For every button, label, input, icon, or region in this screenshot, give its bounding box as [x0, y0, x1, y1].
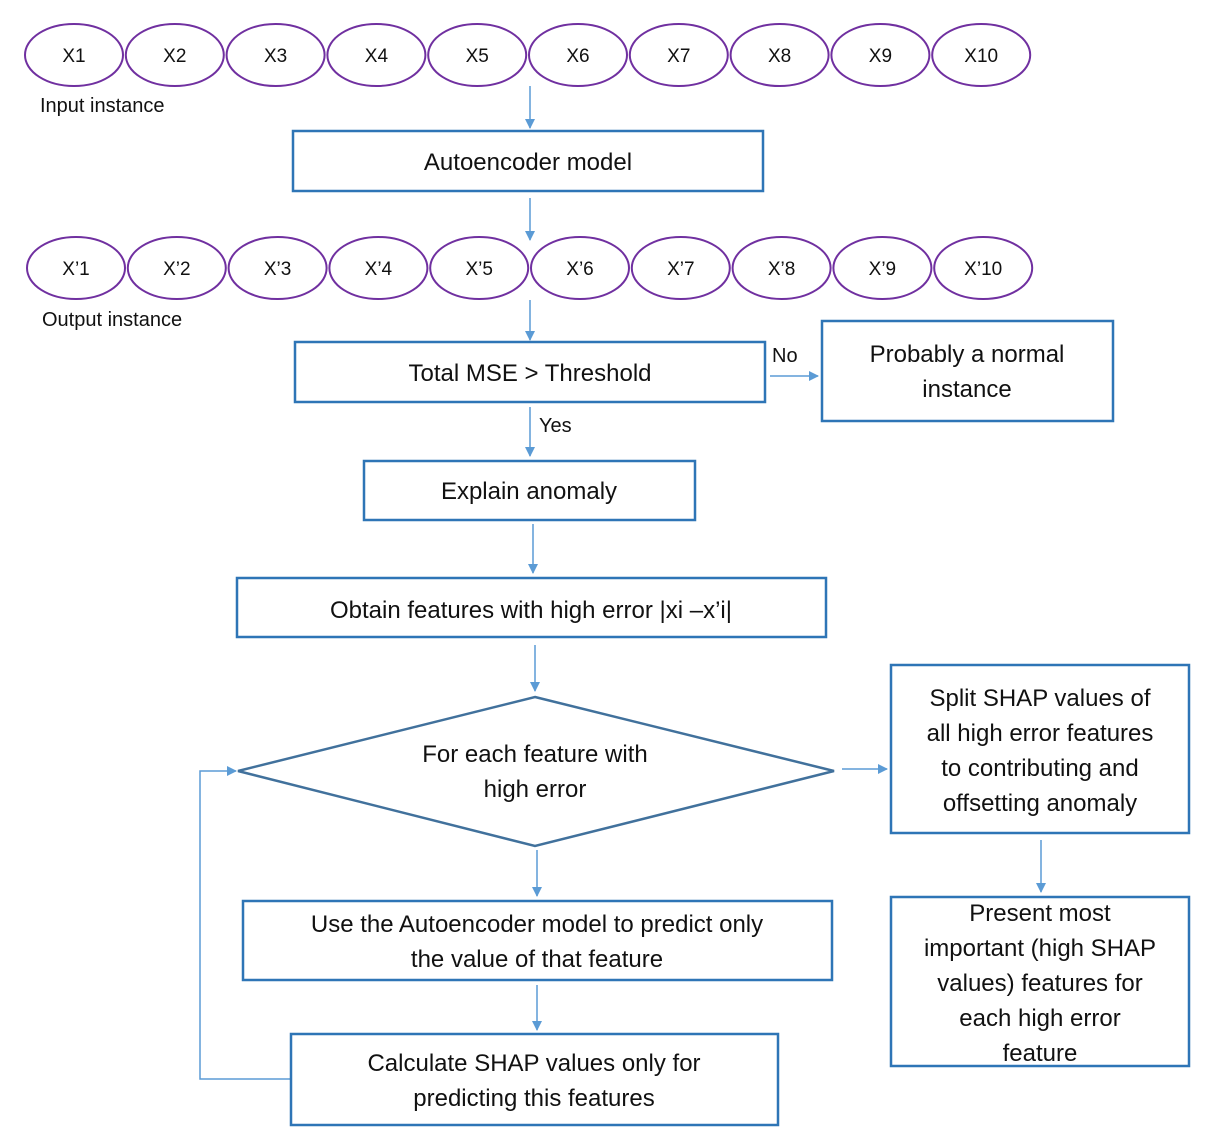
output-feature-label: X’5	[465, 259, 492, 280]
input-feature-label: X3	[264, 46, 287, 67]
present-features-line-2: important (high SHAP	[924, 935, 1156, 962]
output-instance-ovals: X’1 X’2 X’3 X’4 X’5 X’6 X’7 X’8 X’9 X’10	[26, 236, 1034, 300]
obtain-features-label: Obtain features with high error |xi –x’i…	[330, 597, 732, 624]
present-features-line-1: Present most	[969, 900, 1111, 927]
output-oval-8: X’8	[731, 236, 832, 300]
input-feature-label: X8	[768, 46, 791, 67]
autoencoder-box: Autoencoder model	[291, 129, 765, 193]
input-feature-label: X9	[869, 46, 892, 67]
predict-feature-line-1: Use the Autoencoder model to predict onl…	[311, 911, 763, 938]
output-feature-label: X’1	[62, 259, 89, 280]
input-oval-9: X9	[830, 23, 931, 87]
present-features-line-5: feature	[1003, 1040, 1078, 1067]
predict-feature-box: Use the Autoencoder model to predict onl…	[241, 899, 834, 982]
explain-anomaly-label: Explain anomaly	[441, 478, 617, 505]
input-feature-label: X7	[667, 46, 690, 67]
input-oval-4: X4	[326, 23, 427, 87]
split-shap-box: Split SHAP values of all high error feat…	[889, 663, 1191, 835]
input-oval-2: X2	[124, 23, 225, 87]
output-feature-label: X’8	[768, 259, 795, 280]
loop-decision-diamond: For each feature with high error	[237, 695, 835, 848]
input-feature-label: X1	[62, 46, 85, 67]
output-feature-label: X’6	[566, 259, 593, 280]
output-instance-caption: Output instance	[42, 309, 182, 331]
normal-instance-line-2: instance	[922, 376, 1011, 403]
input-oval-1: X1	[24, 23, 124, 87]
output-oval-3: X’3	[227, 236, 328, 300]
arrow-calculate-loop-back	[199, 766, 291, 1080]
autoencoder-label: Autoencoder model	[424, 149, 632, 176]
output-oval-1: X’1	[26, 236, 126, 300]
input-oval-6: X6	[528, 23, 628, 87]
input-feature-label: X6	[566, 46, 589, 67]
edge-label-no: No	[772, 345, 798, 367]
loop-decision-line-1: For each feature with	[422, 741, 647, 768]
calculate-shap-line-2: predicting this features	[413, 1085, 654, 1112]
normal-instance-box: Probably a normal instance	[820, 319, 1115, 423]
predict-feature-line-2: the value of that feature	[411, 946, 663, 973]
calculate-shap-box: Calculate SHAP values only for predictin…	[289, 1032, 780, 1127]
input-instance-caption: Input instance	[40, 95, 165, 117]
loop-decision-line-2: high error	[484, 776, 587, 803]
threshold-box: Total MSE > Threshold	[293, 340, 767, 404]
input-oval-7: X7	[628, 23, 729, 87]
output-oval-6: X’6	[530, 236, 630, 300]
input-feature-label: X4	[365, 46, 389, 67]
split-shap-line-2: all high error features	[927, 720, 1154, 747]
threshold-label: Total MSE > Threshold	[408, 360, 651, 387]
output-feature-label: X’2	[163, 259, 190, 280]
edge-label-yes: Yes	[539, 415, 572, 437]
output-feature-label: X’10	[964, 259, 1002, 280]
output-oval-2: X’2	[126, 236, 227, 300]
input-instance-ovals: X1 X2 X3 X4 X5 X6 X7 X8 X9 X10	[24, 23, 1032, 87]
split-shap-line-1: Split SHAP values of	[929, 685, 1150, 712]
output-oval-10: X’10	[933, 236, 1034, 300]
split-shap-line-4: offsetting anomaly	[943, 790, 1137, 817]
obtain-features-box: Obtain features with high error |xi –x’i…	[235, 576, 828, 639]
input-oval-5: X5	[427, 23, 528, 87]
calculate-shap-line-1: Calculate SHAP values only for	[367, 1050, 700, 1077]
input-feature-label: X2	[163, 46, 186, 67]
output-feature-label: X’4	[365, 259, 393, 280]
connectors	[199, 86, 1046, 1080]
output-oval-5: X’5	[429, 236, 530, 300]
output-feature-label: X’7	[667, 259, 694, 280]
output-feature-label: X’9	[869, 259, 896, 280]
input-oval-10: X10	[931, 23, 1032, 87]
present-features-line-4: each high error	[959, 1005, 1120, 1032]
explain-anomaly-box: Explain anomaly	[362, 459, 697, 522]
input-feature-label: X10	[964, 46, 998, 67]
normal-instance-line-1: Probably a normal	[870, 341, 1065, 368]
output-oval-9: X’9	[832, 236, 933, 300]
output-oval-7: X’7	[630, 236, 731, 300]
input-oval-8: X8	[729, 23, 830, 87]
input-oval-3: X3	[225, 23, 326, 87]
input-feature-label: X5	[466, 46, 489, 67]
output-oval-4: X’4	[328, 236, 429, 300]
split-shap-line-3: to contributing and	[941, 755, 1138, 782]
output-feature-label: X’3	[264, 259, 291, 280]
present-features-box: Present most important (high SHAP values…	[889, 895, 1191, 1068]
present-features-line-3: values) features for	[937, 970, 1142, 997]
